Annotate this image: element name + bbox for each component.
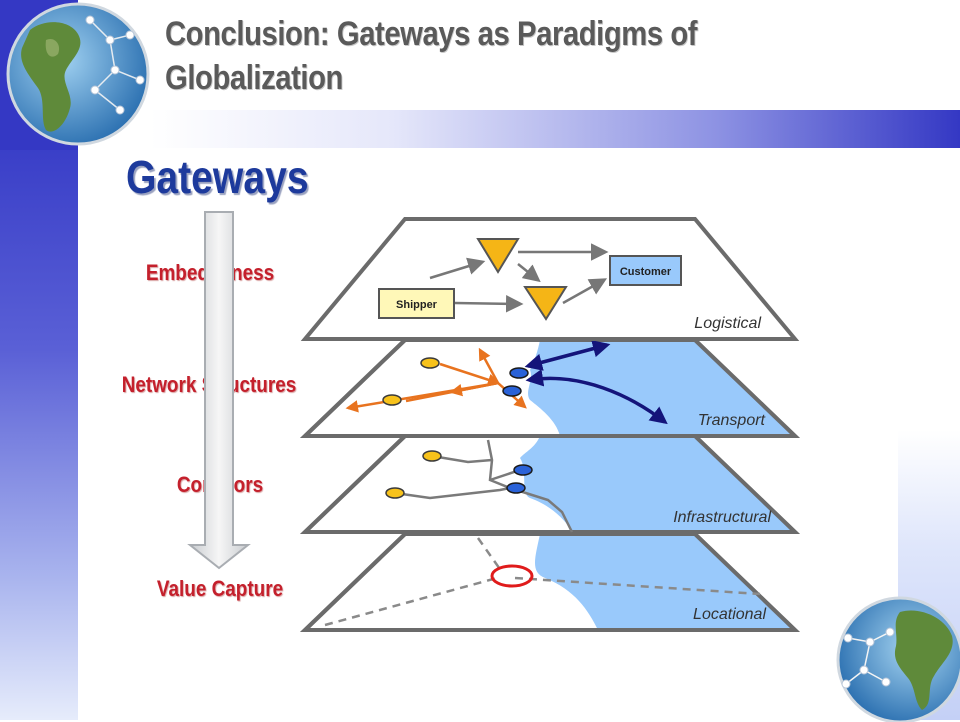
left-accent-bar [0,150,78,720]
shipper-label: Shipper [396,299,438,311]
warehouse-triangle-2 [523,286,568,321]
gateways-heading: Gateways [126,151,309,203]
globe-americas-icon [6,2,150,146]
down-flow-arrow [187,211,251,570]
plane-label-logistical: Logistical [694,315,761,332]
locational-plane: Locational [300,532,800,632]
gateway-highlight-ring [490,564,534,588]
plane-label-transport: Transport [698,412,766,429]
logistical-plane: Shipper Customer Logistical [300,217,800,341]
label-value-capture: Value Capture [156,576,284,601]
shipper-node [378,288,455,319]
customer-label: Customer [620,266,672,278]
header-gradient-strip [150,110,960,148]
warehouse-triangle-1 [476,238,520,274]
infrastructural-plane: Infrastructural [300,434,800,534]
plane-label-locational: Locational [693,606,766,623]
slide-title: Conclusion: Gateways as Paradigms of Glo… [165,15,698,97]
customer-node [609,255,682,286]
globe-asia-icon [836,596,960,722]
transport-plane: Transport [300,338,800,438]
plane-label-infrastructural: Infrastructural [673,509,771,526]
